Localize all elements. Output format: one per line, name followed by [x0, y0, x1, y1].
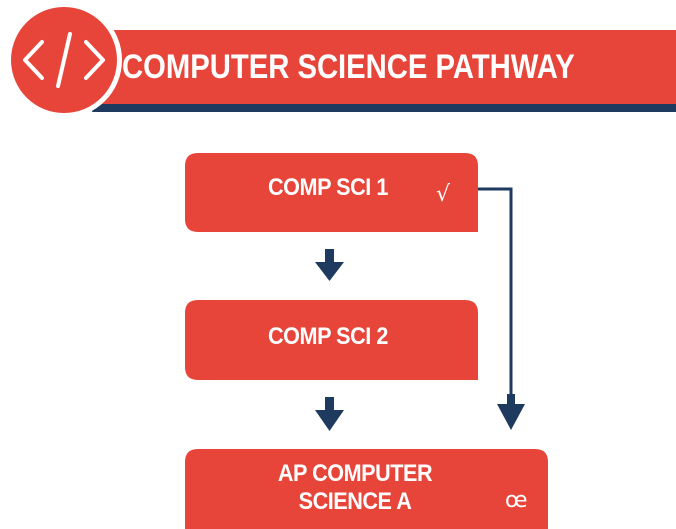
ap-label-line-2: SCIENCE A [298, 488, 412, 515]
arrow-down-icon [315, 249, 344, 281]
code-icon [23, 32, 105, 88]
bypass-connector-line [477, 187, 513, 412]
ap-computer-science-a-label: AP COMPUTER SCIENCE A [243, 460, 468, 516]
bypass-arrow-stem [507, 394, 515, 408]
comp-sci-2-label: COMP SCI 2 [268, 323, 388, 350]
page-title: COMPUTER SCIENCE PATHWAY [122, 48, 575, 86]
title-banner [100, 30, 676, 104]
bypass-arrow-head [497, 404, 525, 430]
comp-sci-1-label: COMP SCI 1 [268, 174, 388, 201]
ap-label-line-1: AP COMPUTER [277, 460, 433, 487]
completed-check-mark: √ [436, 182, 451, 207]
arrow-down-icon [315, 397, 344, 431]
ap-computer-science-a-box[interactable] [185, 449, 548, 529]
comp-sci-1-box[interactable] [185, 153, 478, 232]
comp-sci-2-box[interactable] [185, 300, 478, 380]
ap-course-mark: œ [505, 488, 528, 513]
